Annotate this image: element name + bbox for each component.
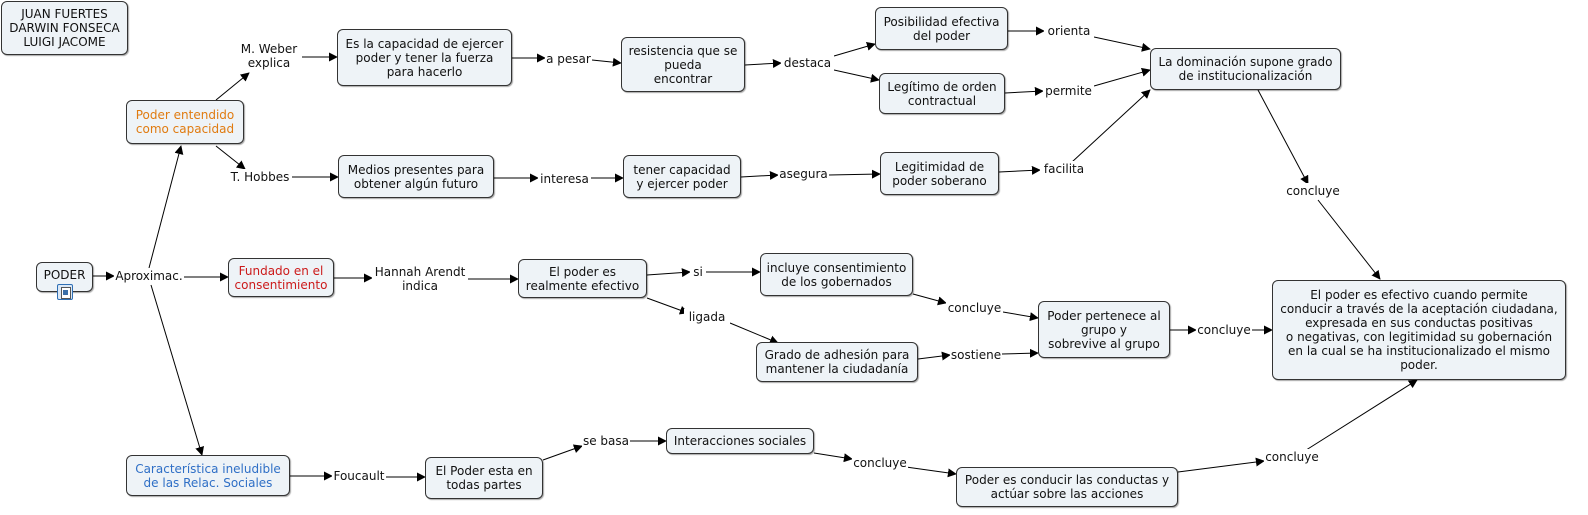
- link-arendt: Hannah Arendt indica: [372, 264, 468, 294]
- connector: [729, 322, 779, 345]
- link-permite: permite: [1043, 83, 1094, 99]
- efectivo-real-node[interactable]: El poder es realmente efectivo: [518, 259, 647, 298]
- connector: [740, 170, 779, 180]
- consentimiento-node[interactable]: Fundado en el consentimiento: [228, 258, 334, 297]
- legitimo-node[interactable]: Legítimo de orden contractual: [879, 73, 1005, 114]
- link-ligada: ligada: [684, 309, 730, 325]
- connector: [744, 58, 782, 68]
- connector: [1093, 36, 1151, 52]
- connector: [1257, 89, 1309, 185]
- connector: [998, 165, 1041, 175]
- link-weber: M. Weber explica: [236, 41, 302, 71]
- link-orienta: orienta: [1044, 23, 1094, 39]
- link-facilita: facilita: [1040, 161, 1088, 177]
- link-se-basa: se basa: [582, 433, 630, 449]
- connector: [1071, 89, 1151, 163]
- conducir-node[interactable]: Poder es conducir las conductas y actúar…: [956, 467, 1178, 507]
- connector: [215, 72, 250, 101]
- connector: [1004, 86, 1044, 96]
- medios-node[interactable]: Medios presentes para obtener algún futu…: [338, 155, 494, 198]
- interacciones-node[interactable]: Interacciones sociales: [666, 428, 814, 454]
- incluye-node[interactable]: incluye consentimiento de los gobernados: [760, 253, 913, 296]
- link-sostiene: sostiene: [950, 347, 1002, 363]
- link-a-pesar: a pesar: [545, 51, 592, 67]
- resistencia-node[interactable]: resistencia que se pueda encontrar: [621, 37, 745, 92]
- connector: [1002, 311, 1039, 322]
- link-concluye-mid1: concluye: [946, 300, 1003, 316]
- connector: [912, 293, 947, 306]
- connector: [1317, 199, 1381, 280]
- link-destaca: destaca: [781, 55, 834, 71]
- connector: [215, 145, 246, 170]
- authors-box: JUAN FUERTES DARWIN FONSECA LUIGI JACOME: [1, 1, 128, 55]
- link-interesa: interesa: [538, 171, 591, 187]
- connector: [1302, 379, 1418, 453]
- connector: [905, 466, 957, 478]
- capacidad-node[interactable]: Poder entendido como capacidad: [126, 100, 244, 144]
- connector: [813, 452, 853, 463]
- todas-partes-node[interactable]: El Poder esta en todas partes: [425, 457, 543, 499]
- posibilidad-node[interactable]: Posibilidad efectiva del poder: [875, 7, 1008, 50]
- conclusion-node[interactable]: El poder es efectivo cuando permite cond…: [1272, 280, 1566, 380]
- soberano-node[interactable]: Legitimidad de poder soberano: [880, 152, 999, 195]
- link-foucault: Foucault: [332, 468, 386, 484]
- link-aproximac: Aproximac.: [114, 268, 184, 284]
- pertenece-node[interactable]: Poder pertenece al grupo y sobrevive al …: [1038, 301, 1170, 358]
- connector: [646, 297, 689, 315]
- connector: [917, 351, 951, 361]
- dominacion-node[interactable]: La dominación supone grado de institucio…: [1150, 48, 1341, 90]
- link-asegura: asegura: [778, 166, 829, 182]
- connector: [591, 57, 622, 67]
- caracteristica-node[interactable]: Característica ineludible de las Relac. …: [126, 455, 290, 496]
- link-concluye-bot2: concluye: [1264, 449, 1320, 465]
- connector: [542, 444, 583, 461]
- connector: [833, 69, 880, 83]
- weber-definition-node[interactable]: Es la capacidad de ejercer poder y tener…: [337, 29, 512, 86]
- link-concluye-bot1: concluye: [852, 455, 908, 471]
- link-si: si: [690, 264, 706, 280]
- connector: [1177, 457, 1265, 473]
- link-concluye-mid2: concluye: [1196, 322, 1252, 338]
- adhesion-node[interactable]: Grado de adhesión para mantener la ciuda…: [756, 342, 918, 382]
- connector: [828, 169, 881, 179]
- connector: [646, 268, 691, 278]
- tener-capacidad-node[interactable]: tener capacidad y ejercer poder: [623, 155, 741, 198]
- connector: [1001, 348, 1039, 358]
- document-icon[interactable]: [57, 284, 73, 300]
- connector: [150, 284, 204, 456]
- connector: [833, 41, 876, 57]
- connector: [1093, 67, 1151, 87]
- link-hobbes: T. Hobbes: [228, 169, 292, 185]
- link-concluye-top: concluye: [1284, 183, 1342, 199]
- connector: [148, 145, 184, 269]
